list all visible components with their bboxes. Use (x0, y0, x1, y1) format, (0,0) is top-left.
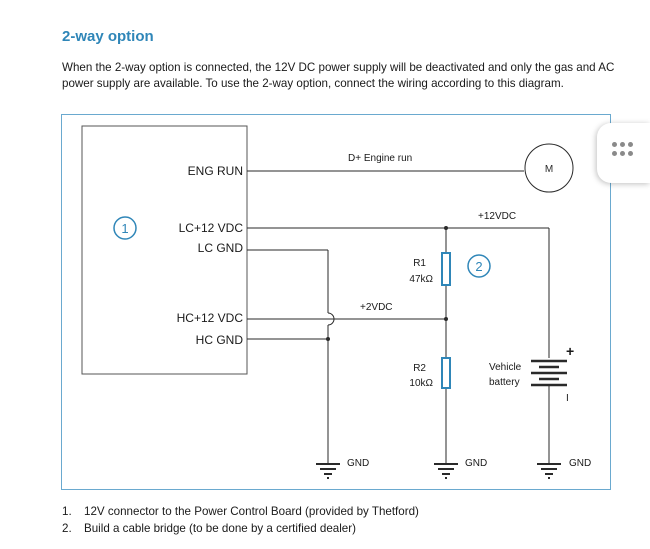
junction-dot (444, 317, 448, 321)
footnote-number: 2. (62, 522, 72, 535)
battery-plus-sign: + (566, 343, 574, 359)
terminal-eng-run: ENG RUN (188, 164, 243, 178)
motor-symbol (524, 143, 574, 193)
terminal-hc-12vdc: HC+12 VDC (177, 311, 244, 325)
label-plus-12vdc: +12VDC (478, 211, 516, 222)
footnote-list: 1. 12V connector to the Power Control Boa… (62, 503, 419, 537)
ground-label-1: GND (347, 458, 369, 469)
r1-name: R1 (413, 258, 426, 269)
footnote-item: 2. Build a cable bridge (to be done by a … (62, 520, 419, 537)
r2-name: R2 (413, 363, 426, 374)
footnote-number: 1. (62, 505, 72, 518)
resistor-r1 (441, 252, 451, 286)
battery-label-line2: battery (489, 377, 520, 388)
label-plus-2vdc: +2VDC (360, 302, 393, 313)
ground-symbol (537, 463, 561, 479)
terminal-hc-gnd: HC GND (196, 333, 244, 347)
footnote-text: 12V connector to the Power Control Board… (84, 505, 419, 518)
terminal-lc-gnd: LC GND (198, 241, 244, 255)
r1-value: 47kΩ (409, 274, 433, 285)
junction-dot (444, 226, 448, 230)
ground-symbol (316, 463, 340, 479)
diagram-frame (61, 114, 611, 490)
battery-minus-sign: I (566, 393, 569, 404)
resistor-r2 (441, 357, 451, 389)
ground-label-2: GND (465, 458, 487, 469)
battery-symbol (531, 359, 567, 387)
footnote-item: 1. 12V connector to the Power Control Boa… (62, 503, 419, 520)
motor-label: M (545, 164, 553, 175)
callout-bridge-number: 2 (475, 259, 482, 274)
section-title: 2-way option (62, 28, 154, 45)
more-options-button[interactable] (597, 123, 650, 183)
label-engine-run: D+ Engine run (348, 153, 412, 164)
ground-label-3: GND (569, 458, 591, 469)
callout-bridge-circle (467, 254, 491, 278)
junction-dot (326, 337, 330, 341)
callout-board-circle (113, 216, 137, 240)
callout-board-number: 1 (121, 221, 128, 236)
intro-paragraph: When the 2-way option is connected, the … (62, 61, 615, 90)
footnote-text: Build a cable bridge (to be done by a ce… (84, 522, 356, 535)
r2-value: 10kΩ (409, 378, 433, 389)
battery-label-line1: Vehicle (489, 362, 522, 373)
ground-symbol (434, 463, 458, 479)
terminal-lc-12vdc: LC+12 VDC (179, 221, 244, 235)
